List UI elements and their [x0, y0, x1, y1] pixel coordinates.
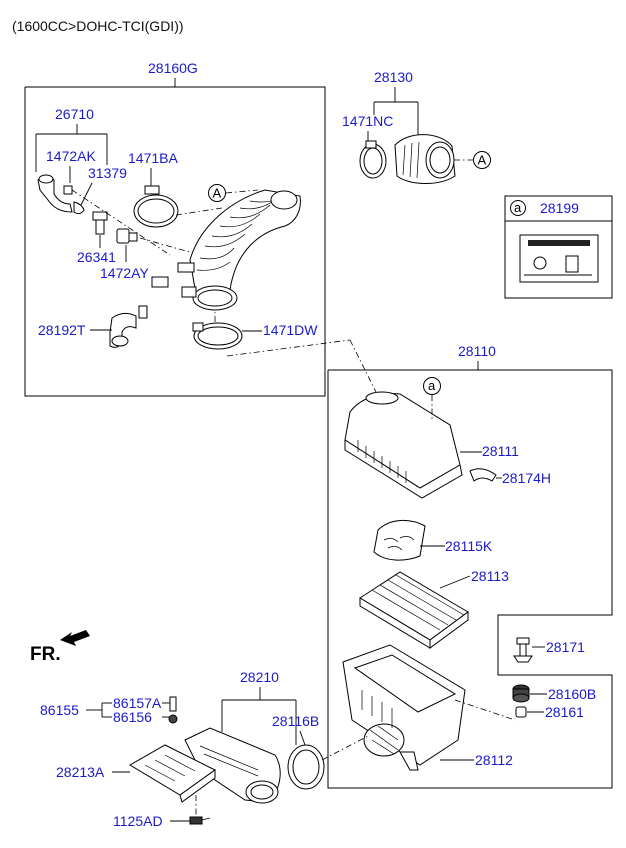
front-direction: FR.: [30, 630, 90, 665]
label-28210[interactable]: 28210: [240, 669, 279, 685]
label-28174H[interactable]: 28174H: [502, 470, 551, 486]
engine-spec: (1600CC>DOHC-TCI(GDI)): [12, 18, 184, 34]
part-28112: 28112: [342, 644, 516, 771]
label-1125AD[interactable]: 1125AD: [113, 813, 163, 829]
part-28111: a 28111: [344, 377, 519, 499]
svg-text:a: a: [428, 378, 436, 393]
part-28171: 28171: [513, 637, 585, 663]
label-1471BA[interactable]: 1471BA: [128, 150, 178, 166]
label-1471DW[interactable]: 1471DW: [263, 322, 318, 338]
front-label: FR.: [30, 644, 61, 665]
part-28174H: 28174H: [469, 468, 551, 486]
callout-1472AY: 1472AY: [100, 228, 149, 281]
elbow-28192T: 28192T: [38, 276, 169, 348]
label-28192T[interactable]: 28192T: [38, 322, 86, 338]
svg-text:a: a: [514, 200, 522, 215]
label-28171[interactable]: 28171: [546, 639, 585, 655]
label-28161[interactable]: 28161: [545, 704, 584, 720]
label-1471NC[interactable]: 1471NC: [342, 113, 393, 129]
label-31379[interactable]: 31379: [88, 165, 127, 181]
part-28115K: 28115K: [373, 520, 493, 561]
group-28210: 28210: [184, 669, 297, 804]
svg-text:A: A: [213, 186, 222, 201]
group-28199: a 28199: [504, 195, 613, 299]
label-28160G[interactable]: 28160G: [148, 60, 198, 76]
label-28213A[interactable]: 28213A: [56, 764, 105, 780]
label-28115K[interactable]: 28115K: [445, 538, 493, 554]
svg-text:A: A: [478, 153, 487, 168]
ref-A-left: A: [208, 184, 259, 202]
hose-icon: [37, 174, 85, 215]
bolt-26341: 26341: [77, 211, 116, 265]
part-28116B: 28116B: [272, 713, 371, 790]
label-86156[interactable]: 86156: [113, 709, 152, 725]
part-1125AD: 1125AD: [113, 795, 211, 829]
label-26341[interactable]: 26341: [77, 249, 116, 265]
part-28160B: 28160B: [512, 684, 596, 703]
label-28111[interactable]: 28111: [482, 443, 519, 459]
label-28130[interactable]: 28130: [374, 69, 413, 85]
part-28213A: 28213A: [56, 744, 216, 803]
label-1472AY[interactable]: 1472AY: [100, 265, 149, 281]
callout-1471DW: 1471DW: [192, 312, 318, 350]
front-arrow-icon: [60, 630, 90, 646]
label-28116B[interactable]: 28116B: [272, 713, 319, 729]
callout-1471BA: 1471BA: [128, 150, 179, 228]
part-28113: 28113: [359, 568, 509, 649]
label-26710[interactable]: 26710: [55, 106, 94, 122]
label-28113[interactable]: 28113: [471, 568, 509, 584]
label-28199[interactable]: 28199: [540, 200, 579, 216]
group-28110: 28110: [226, 339, 613, 789]
label-1472AK[interactable]: 1472AK: [46, 148, 96, 164]
label-86157A[interactable]: 86157A: [113, 695, 162, 711]
label-28112[interactable]: 28112: [475, 752, 513, 768]
label-86155[interactable]: 86155: [40, 702, 79, 718]
label-28160B[interactable]: 28160B: [548, 686, 596, 702]
callout-26710: 26710 1472AK 31379: [35, 106, 127, 208]
group-86155: 86155 86157A 86156: [40, 695, 178, 725]
intake-hose: [177, 189, 301, 311]
group-28130: 28130 1471NC A: [342, 69, 491, 184]
group-28160G: 28160G: [24, 60, 326, 397]
part-28161: 28161: [515, 704, 584, 720]
label-28110[interactable]: 28110: [458, 343, 496, 359]
